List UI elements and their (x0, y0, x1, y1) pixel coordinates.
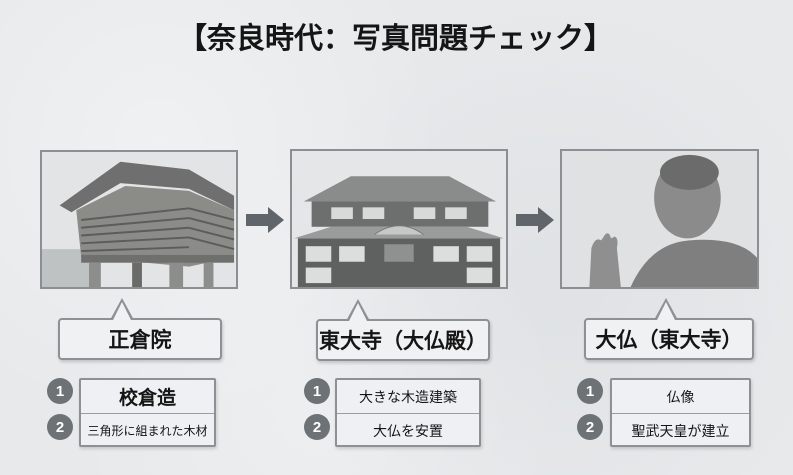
facts-box-todaiji: 大きな木造建築 大仏を安置 (335, 378, 481, 447)
bubble-label: 大仏（東大寺） (595, 328, 743, 352)
todaiji-photo (290, 149, 508, 289)
shosoin-photo (40, 150, 238, 289)
label-bubble-daibutsu: 大仏（東大寺） (584, 298, 754, 360)
label-bubble-shosoin: 正倉院 (58, 298, 222, 360)
bubble-label: 正倉院 (108, 328, 172, 352)
label-bubble-todaiji: 東大寺（大仏殿） (316, 299, 490, 361)
number-badge-1: 1 (577, 378, 603, 404)
number-badge-2: 2 (47, 414, 73, 440)
fact-item-1: 仏像 (666, 389, 695, 406)
arrow-right-icon (246, 207, 284, 233)
fact-item-1: 校倉造 (118, 387, 176, 409)
fact-item-2: 三角形に組まれた木材 (81, 413, 214, 447)
arrow-right-icon (516, 207, 554, 233)
fact-item-2: 大仏を安置 (337, 413, 479, 447)
page-title: 【奈良時代：写真問題チェック】 (178, 21, 614, 55)
fact-item-2: 聖武天皇が建立 (612, 413, 749, 447)
bubble-label: 東大寺（大仏殿） (319, 329, 487, 353)
fact-item-1: 大きな木造建築 (359, 389, 457, 406)
number-badge-1: 1 (47, 378, 73, 404)
number-badge-2: 2 (304, 414, 330, 440)
daibutsu-photo (560, 149, 759, 289)
facts-box-daibutsu: 仏像 聖武天皇が建立 (610, 378, 751, 447)
facts-box-shosoin: 校倉造 三角形に組まれた木材 (79, 378, 216, 447)
number-badge-2: 2 (577, 414, 603, 440)
number-badge-1: 1 (304, 378, 330, 404)
